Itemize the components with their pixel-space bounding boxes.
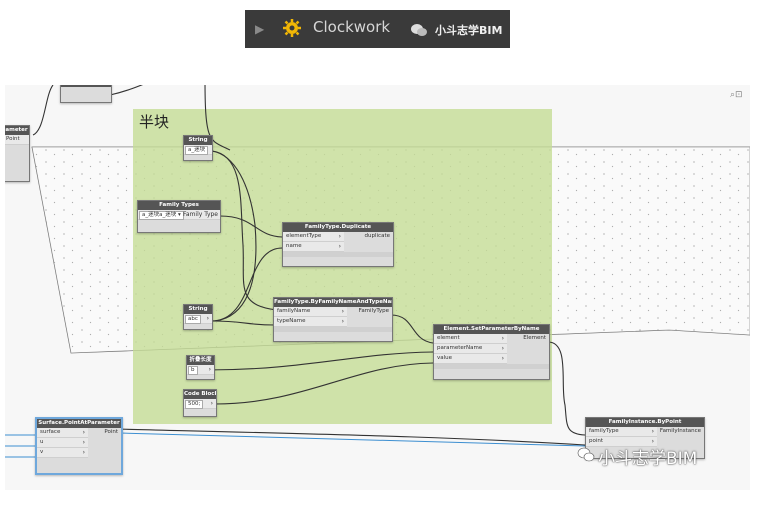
graph-canvas[interactable]: 半块 ⌕⊡ ameter Point String [5,85,750,490]
set-parameter-node[interactable]: Element.SetParameterByName element› para… [433,324,550,380]
string-node-1[interactable]: String a_迷块 [183,135,213,161]
family-instance-node[interactable]: FamilyInstance.ByPoint familyType› point… [585,417,705,459]
string-value-1[interactable]: a_迷块 [185,146,209,155]
code-block-value[interactable]: 500; [185,400,204,409]
point-node-partial[interactable]: ameter Point [5,125,30,182]
wires [5,85,586,458]
family-types-dropdown[interactable]: a_迷块a_迷块 ▾ [139,211,184,220]
wechat-icon [411,24,427,36]
code-block-node[interactable]: Code Block 500;› [183,389,217,417]
string-node-2[interactable]: String abc› [183,304,213,330]
brand-label: 小斗志学BIM [435,24,503,37]
by-name-node[interactable]: FamilyType.ByFamilyNameAndTypeName famil… [273,297,393,342]
duplicate-node[interactable]: FamilyType.Duplicate elementType› name› … [282,222,394,267]
app-title: Clockwork [313,18,391,36]
surface-point-node[interactable]: Surface.PointAtParameter surface› u› v› … [35,417,123,475]
length-string-node[interactable]: 折叠长度 b› [186,355,215,380]
watermark-text: 小斗志学BIM [598,449,698,469]
gear-icon [283,19,301,37]
zoom-fit-icon[interactable]: ⌕⊡ [730,90,743,100]
play-icon[interactable]: ▶ [255,22,265,36]
wechat-watermark-icon [577,447,595,462]
string-value-2[interactable]: abc [185,315,201,324]
partial-node-top[interactable] [60,85,112,103]
length-value[interactable]: b [188,366,198,375]
family-types-node[interactable]: Family Types a_迷块a_迷块 ▾ Family Type [137,200,221,233]
group-title: 半块 [139,113,170,131]
toolbar: ▶ Clockwork 小斗志学BIM [245,10,510,48]
